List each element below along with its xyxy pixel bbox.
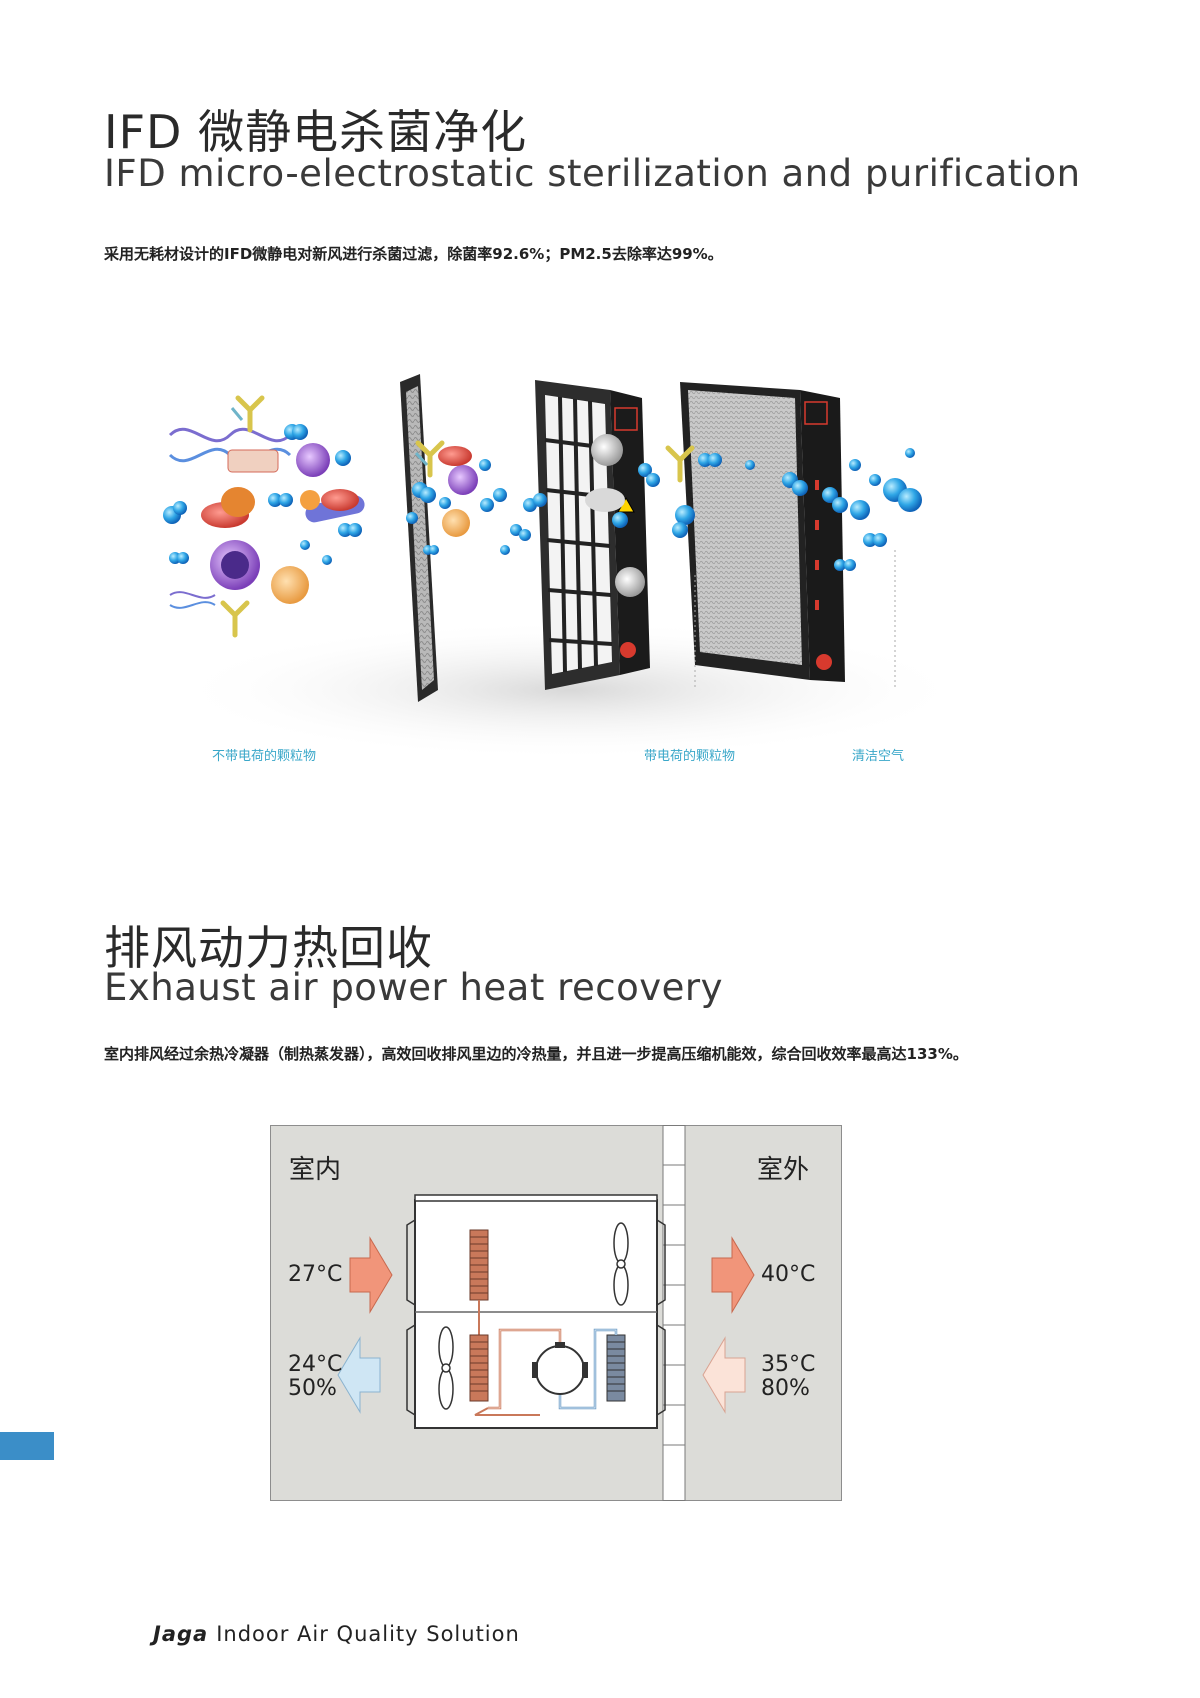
section1-title-en: IFD micro-electrostatic sterilization an… [104,152,1081,195]
outdoor-out-temp: 40°C [761,1262,816,1287]
outdoor-label: 室外 [757,1155,810,1185]
ifd-filter-panel [680,382,845,682]
page-side-tab [0,1432,54,1460]
label-clean-air: 清洁空气 [852,749,905,764]
section2-title-en: Exhaust air power heat recovery [104,966,724,1009]
section2-description: 室内排风经过余热冷凝器（制热蒸发器），高效回收排风里边的冷热量，并且进一步提高压… [104,1045,968,1063]
footer: Jaga Indoor Air Quality Solution [153,1622,520,1646]
section1-title-zh: IFD 微静电杀菌净化 [104,105,528,159]
indoor-in-temp: 27°C [288,1262,343,1287]
indoor-out-temp: 24°C [288,1352,343,1377]
label-charged-particles: 带电荷的颗粒物 [644,749,736,764]
indoor-label: 室内 [289,1155,342,1185]
label-uncharged-particles: 不带电荷的颗粒物 [212,749,317,764]
footer-tagline: Indoor Air Quality Solution [216,1622,520,1646]
section2-title-zh: 排风动力热回收 [104,921,433,975]
outdoor-in-humidity: 80% [761,1376,810,1401]
prefilter-panel [400,374,438,702]
outdoor-in-temp: 35°C [761,1352,816,1377]
heat-recovery-diagram: 室内 室外 27°C 24°C 50% 40°C 35°C 80% [270,1125,842,1501]
ifd-filter-illustration [163,374,970,760]
charging-field-panel [535,380,650,690]
indoor-out-humidity: 50% [288,1376,337,1401]
footer-brand: Jaga [153,1622,209,1646]
section1-description: 采用无耗材设计的IFD微静电对新风进行杀菌过滤，除菌率92.6%；PM2.5去除… [104,245,723,263]
